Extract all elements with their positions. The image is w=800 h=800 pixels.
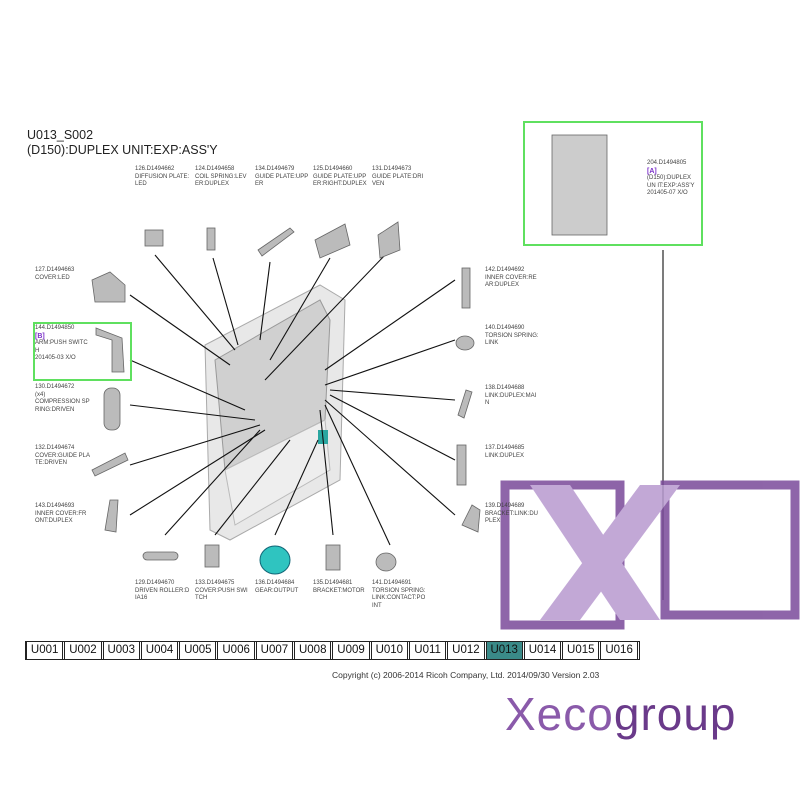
arm-push-switch-part [95,327,125,373]
link-duplex-part [456,444,467,486]
page-code: U013_S002 [27,128,94,142]
torsion-spring-link-part [455,335,475,351]
tab-u015[interactable]: U015 [562,642,600,659]
link-duplex-main-part [457,389,473,419]
bracket-motor-part [325,544,341,571]
compression-spring-part [103,387,121,431]
tab-u014[interactable]: U014 [523,642,562,659]
tab-u001[interactable]: U001 [26,642,64,659]
leader-lines [129,250,664,600]
page-title: (D150):DUPLEX UNIT:EXP:ASS'Y [27,143,218,157]
cover-led-part [91,271,126,303]
part-id: 204.D1494805 [647,160,687,166]
tab-u009[interactable]: U009 [332,642,370,659]
part-name: (D150):DUPLEX UN IT:EXP:ASS'Y [647,175,695,189]
tab-u010[interactable]: U010 [370,642,408,659]
duplex-unit-assembly-part [551,134,608,236]
tab-u003[interactable]: U003 [102,642,140,659]
inner-cover-rear-part [461,267,471,309]
xeco-watermark-logo [500,480,800,630]
tab-u004[interactable]: U004 [140,642,179,659]
tab-u016[interactable]: U016 [600,642,638,659]
torsion-spring-contact-part [375,552,397,572]
part-144-highlight-box [33,322,132,381]
bracket-link-part [461,504,481,533]
tab-u006[interactable]: U006 [217,642,255,659]
copyright-text: Copyright (c) 2006-2014 Ricoh Company, L… [332,670,600,680]
cover-push-switch-part [204,544,220,568]
assembly-highlight-box [523,121,703,246]
assembly-label[interactable]: 204.D1494805[A](D150):DUPLEX UN IT:EXP:A… [647,160,697,198]
watermark-text: Xecogroup [505,688,737,740]
part-ref: [A] [647,167,657,175]
coil-spring-part [206,227,216,251]
guide-plate-right-part [314,223,351,259]
tab-u011[interactable]: U011 [408,642,447,659]
part-note: 201405-07 X/O [647,190,688,196]
tab-u007[interactable]: U007 [255,642,294,659]
tab-u013[interactable]: U013 [485,642,523,659]
cover-guide-plate-part [91,452,129,477]
tab-u002[interactable]: U002 [64,642,102,659]
inner-cover-front-part [104,499,119,533]
tab-u012[interactable]: U012 [447,642,485,659]
guide-plate-driven-part [377,221,401,259]
tab-u005[interactable]: U005 [179,642,217,659]
part-label[interactable]: 130.D1494672(x4)COMPRESSION SP RING:DRIV… [35,384,90,413]
driven-roller-part [142,551,179,561]
tab-u008[interactable]: U008 [294,642,332,659]
diffusion-plate-part [144,229,164,247]
gear-output-part [259,545,291,575]
guide-plate-upper-part [257,227,295,257]
